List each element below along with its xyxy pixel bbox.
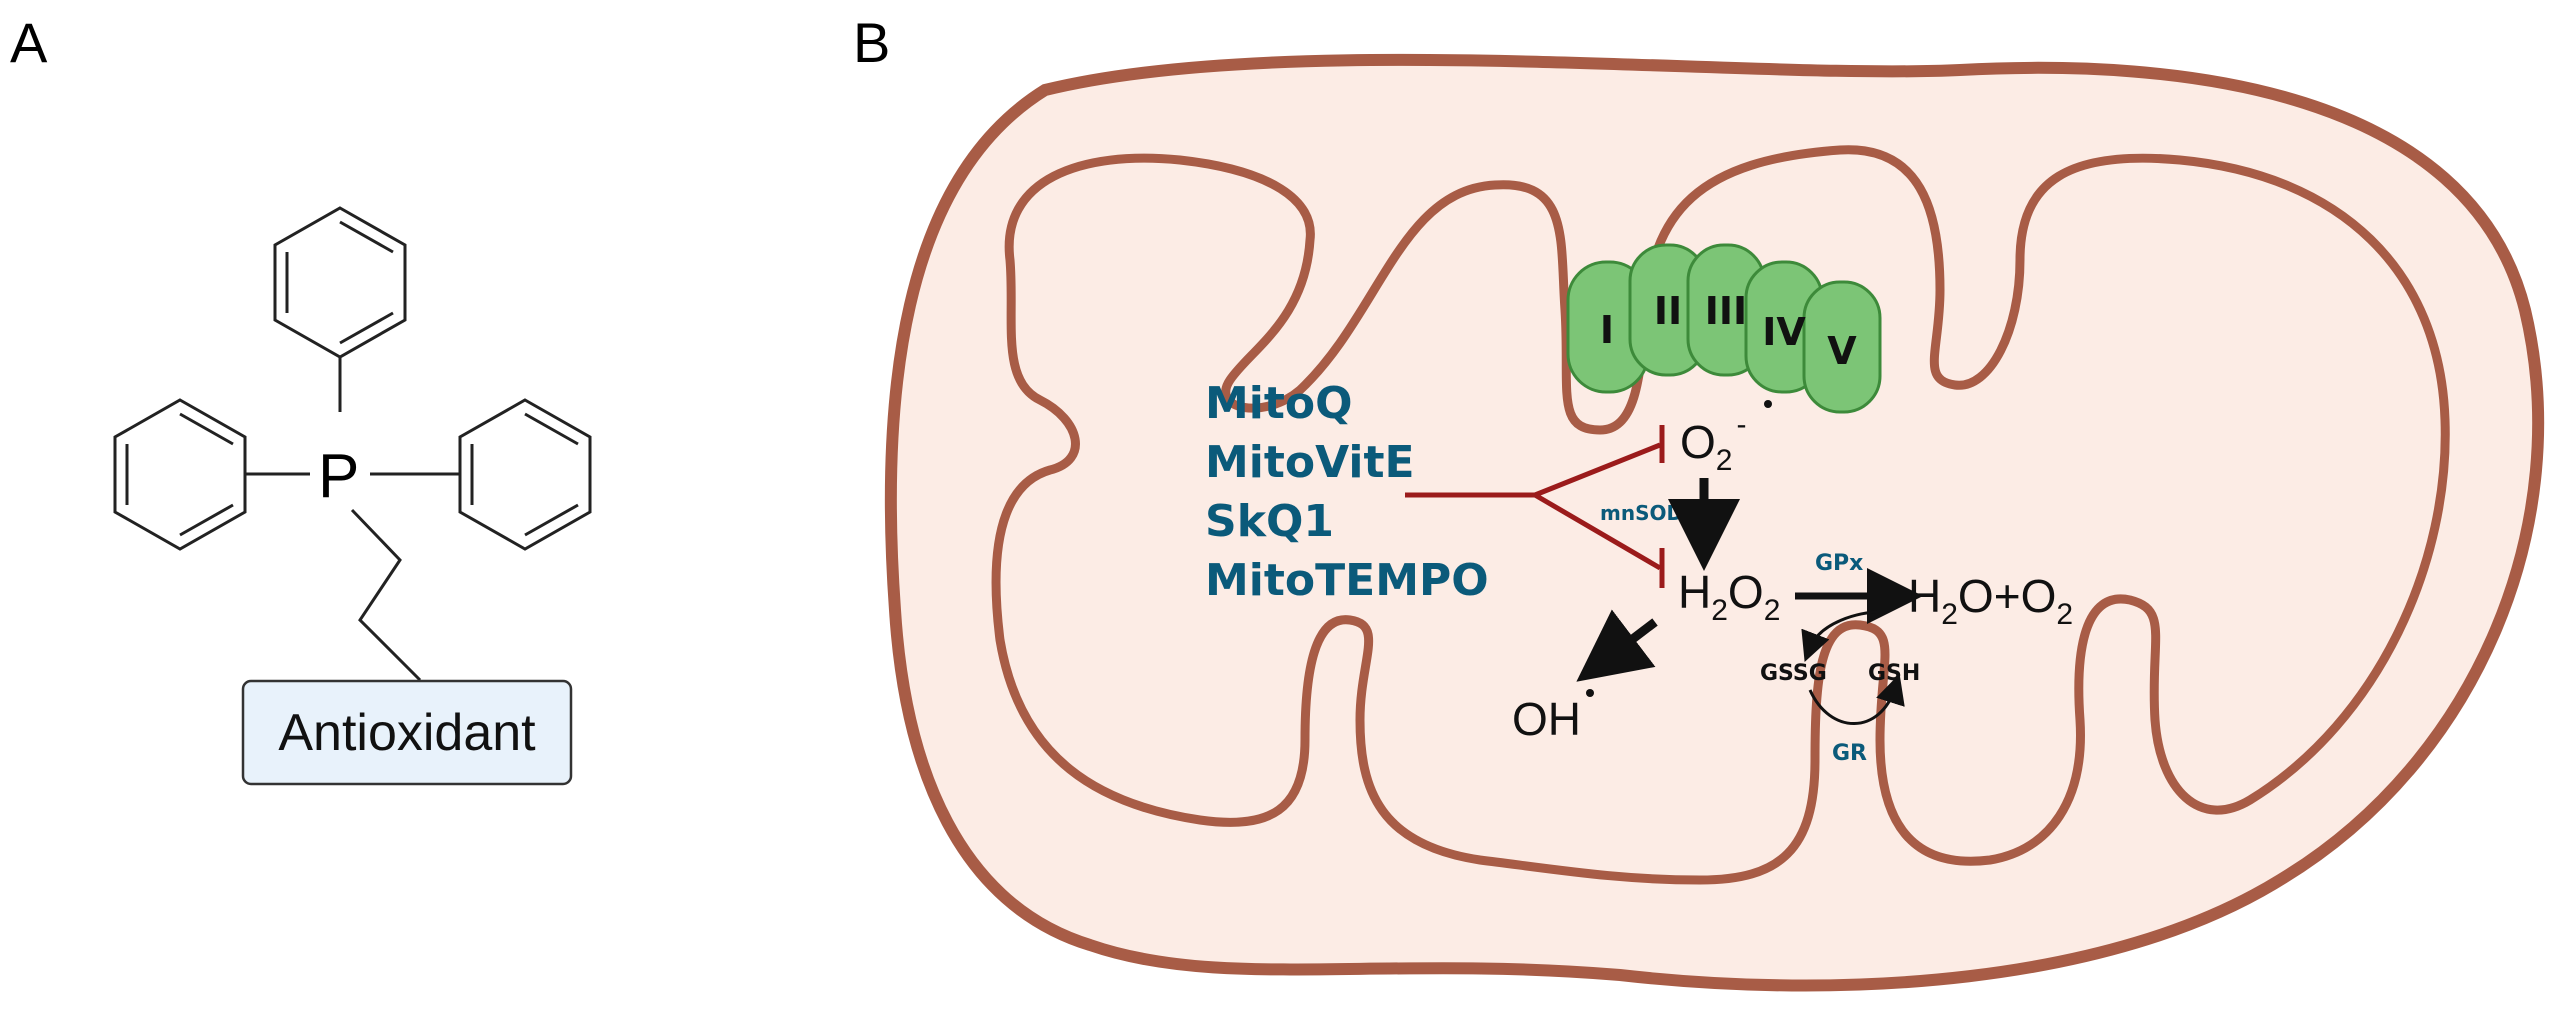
inhibition-lines [1405, 425, 1665, 588]
gsh-label: GSH [1868, 661, 1920, 686]
triphenylphosphonium-structure [113, 206, 592, 682]
phosphorus-label: P [318, 442, 359, 511]
drug-mitoq: MitoQ [1205, 378, 1353, 429]
antioxidant-label: Antioxidant [278, 704, 536, 762]
outer-membrane [884, 53, 2545, 992]
complex-i-label: I [1600, 308, 1614, 352]
hydroxyl-label: OH [1512, 693, 1581, 745]
panel-a-letter: A [10, 11, 48, 74]
gssg-to-gsh-arrow [1808, 673, 1905, 725]
complex-v [1802, 280, 1882, 414]
complex-ii-label: II [1654, 289, 1682, 333]
superoxide-radical-dot [1764, 400, 1772, 408]
glutathione-cycle: GSSG GSH GR [1760, 610, 1920, 766]
right-phenyl-ring [458, 398, 592, 551]
panel-b-letter: B [853, 11, 890, 74]
antioxidant-box [241, 679, 573, 786]
panel-a: A [10, 11, 592, 786]
drug-list: MitoQ MitoVitE SkQ1 MitoTEMPO [1205, 378, 1489, 606]
inner-membrane [991, 145, 2450, 885]
drug-mitovite: MitoVitE [1205, 437, 1415, 488]
complex-v-label: V [1827, 329, 1857, 373]
mnsod-label: mnSOD [1600, 501, 1683, 525]
h2o2-label: H2O2 [1678, 566, 1780, 627]
gr-label: GR [1832, 741, 1867, 766]
complex-labels: I II III IV V [1600, 289, 1857, 373]
gssg-label: GSSG [1760, 661, 1827, 686]
electron-transport-chain [1566, 243, 1882, 414]
panel-b: B I II III IV V MitoQ MitoVitE SkQ1 Mito… [853, 11, 2545, 992]
left-phenyl-ring [113, 398, 247, 551]
drug-skq1: SkQ1 [1205, 496, 1334, 547]
top-phenyl-ring [273, 206, 407, 359]
hydroxyl-arrow [1576, 609, 1658, 682]
drug-mitotempo: MitoTEMPO [1205, 555, 1489, 606]
complex-iii-label: III [1705, 289, 1747, 333]
superoxide-label: O2- [1680, 408, 1746, 477]
products-label: H2O+O2 [1908, 570, 2073, 631]
hydroxyl-radical-dot [1586, 689, 1594, 697]
gpx-label: GPx [1815, 551, 1863, 576]
gsh-to-gssg-arrow [1801, 610, 1879, 662]
complex-iv-label: IV [1762, 310, 1806, 354]
alkyl-chain [350, 508, 422, 682]
